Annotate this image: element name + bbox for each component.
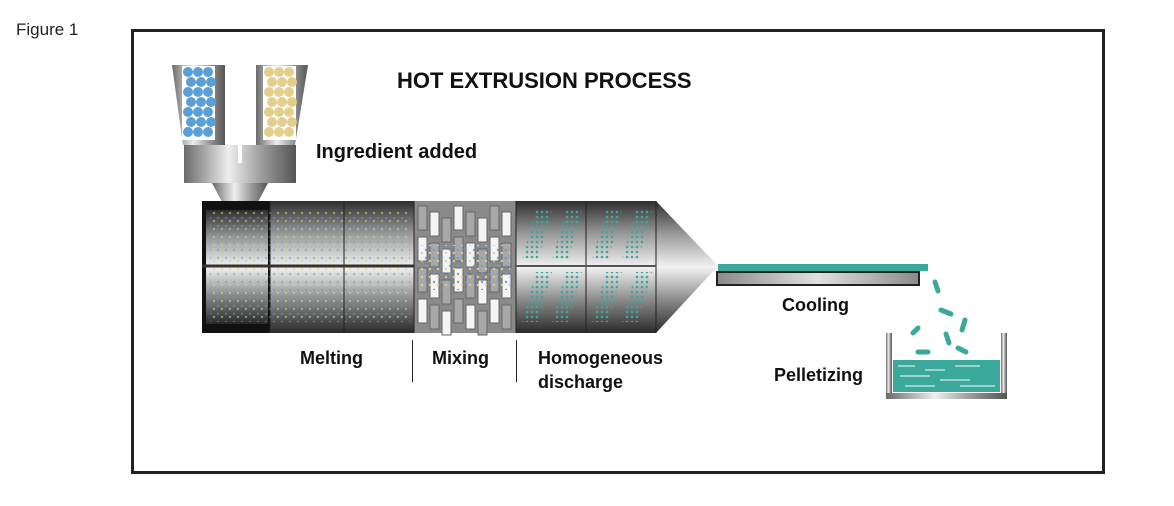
homogeneous-melt bbox=[552, 210, 582, 260]
ingredient-particle bbox=[206, 77, 216, 87]
homogeneous-melt bbox=[592, 272, 622, 322]
ingredient-particle bbox=[183, 107, 193, 117]
ingredient-particle bbox=[203, 127, 213, 137]
homogeneous-melt bbox=[552, 272, 582, 322]
label-pelletizing: Pelletizing bbox=[774, 365, 864, 385]
ingredient-particle bbox=[203, 87, 213, 97]
ingredient-particle bbox=[193, 127, 203, 137]
ingredient-particle bbox=[287, 97, 297, 107]
mixing-element bbox=[429, 211, 440, 237]
ingredient-particle bbox=[193, 107, 203, 117]
extruder-barrel bbox=[202, 201, 718, 336]
ingredient-particle bbox=[284, 107, 294, 117]
label-melting: Melting bbox=[300, 348, 363, 368]
ingredient-particle bbox=[203, 67, 213, 77]
ingredient-particle bbox=[277, 77, 287, 87]
ingredient-particle bbox=[274, 87, 284, 97]
ingredient-particle bbox=[264, 127, 274, 137]
mixing-element bbox=[465, 304, 476, 330]
homogeneous-melt bbox=[622, 210, 652, 260]
figure-frame bbox=[131, 29, 1105, 474]
hopper-blue bbox=[172, 65, 225, 145]
ingredient-particle bbox=[193, 87, 203, 97]
mixing-element bbox=[477, 310, 488, 336]
label-discharge: discharge bbox=[538, 372, 624, 392]
mixing-element bbox=[453, 205, 464, 231]
mixing-element bbox=[429, 304, 440, 330]
ingredient-particle bbox=[264, 67, 274, 77]
hopper-neck bbox=[212, 183, 268, 202]
cooling-bed bbox=[716, 271, 920, 286]
mixing-element bbox=[417, 298, 428, 324]
pellet-bin bbox=[886, 333, 1007, 399]
ingredient-particle bbox=[196, 77, 206, 87]
ingredient-particle bbox=[186, 97, 196, 107]
ingredient-particle bbox=[267, 97, 277, 107]
ingredient-particle bbox=[284, 127, 294, 137]
mixing-element bbox=[441, 310, 452, 336]
diagram-title: HOT EXTRUSION PROCESS bbox=[397, 68, 692, 93]
homogeneous-melt bbox=[522, 210, 552, 260]
mixing-element bbox=[465, 211, 476, 237]
ingredient-particle bbox=[264, 107, 274, 117]
ingredient-particle bbox=[186, 117, 196, 127]
label-ingredient-added: Ingredient added bbox=[316, 141, 478, 163]
ingredient-particle bbox=[267, 117, 277, 127]
ingredient-particle bbox=[206, 97, 216, 107]
ingredient-particle bbox=[183, 67, 193, 77]
hopper-tan bbox=[256, 65, 308, 145]
mixing-element bbox=[501, 304, 512, 330]
ingredient-particle bbox=[277, 117, 287, 127]
mixing-element bbox=[417, 205, 428, 231]
ingredient-particle bbox=[274, 107, 284, 117]
mixing-element bbox=[501, 211, 512, 237]
mixing-element bbox=[489, 298, 500, 324]
falling-pellets bbox=[910, 279, 969, 355]
die-cone bbox=[656, 201, 718, 333]
label-mixing: Mixing bbox=[432, 348, 489, 368]
mixing-element bbox=[489, 205, 500, 231]
extrudate-strand bbox=[718, 264, 928, 271]
ingredient-particle bbox=[206, 117, 216, 127]
ingredient-particle bbox=[287, 117, 297, 127]
ingredient-particle bbox=[264, 87, 274, 97]
ingredient-particle bbox=[287, 77, 297, 87]
ingredient-particle bbox=[277, 97, 287, 107]
homogeneous-melt bbox=[622, 272, 652, 322]
ingredient-particle bbox=[267, 77, 277, 87]
separator-line bbox=[412, 340, 413, 382]
label-homogeneous: Homogeneous bbox=[538, 348, 664, 368]
ingredient-particle bbox=[186, 77, 196, 87]
ingredient-particle bbox=[196, 97, 206, 107]
mixing-element bbox=[441, 217, 452, 243]
ingredient-particle bbox=[274, 67, 284, 77]
homogeneous-melt bbox=[592, 210, 622, 260]
ingredient-particle bbox=[196, 117, 206, 127]
ingredient-particle bbox=[284, 87, 294, 97]
label-cooling: Cooling bbox=[782, 295, 849, 315]
mixing-element bbox=[477, 217, 488, 243]
homogeneous-melt bbox=[522, 272, 552, 322]
figure-label: Figure 1 bbox=[16, 20, 79, 39]
ingredient-particle bbox=[193, 67, 203, 77]
ingredient-particle bbox=[274, 127, 284, 137]
mixing-element bbox=[453, 298, 464, 324]
ingredient-particle bbox=[284, 67, 294, 77]
ingredient-particle bbox=[203, 107, 213, 117]
ingredient-particle bbox=[183, 87, 193, 97]
ingredient-particle bbox=[183, 127, 193, 137]
separator-line bbox=[516, 340, 517, 382]
